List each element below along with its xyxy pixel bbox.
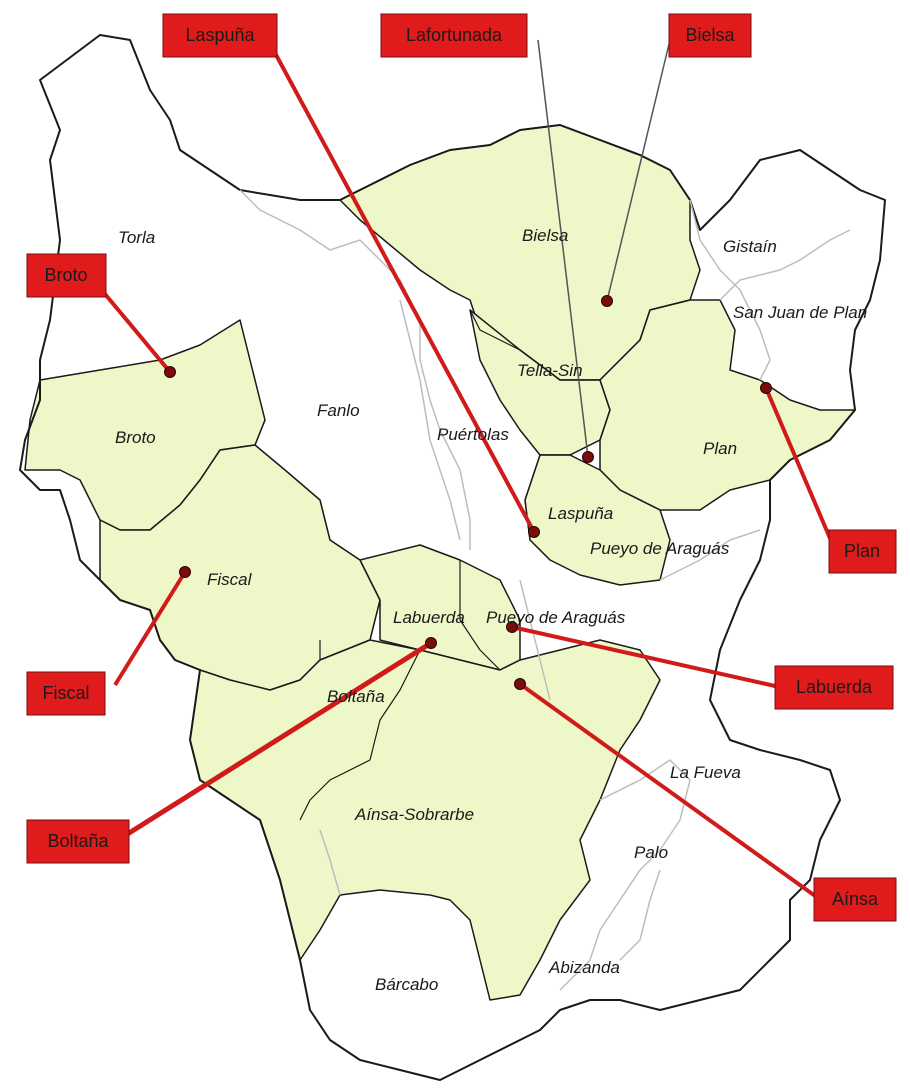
callouts: Laspuña Lafortunada Bielsa Broto Plan Fi… [26, 13, 897, 922]
region-label-torla: Torla [118, 228, 155, 247]
marker-lafortunada [582, 451, 594, 463]
callout-label-ainsa: Aínsa [832, 889, 879, 909]
leader-broto [93, 280, 172, 374]
callout-label-laspuna: Laspuña [185, 25, 255, 45]
callout-ainsa: Aínsa [813, 877, 897, 922]
callout-label-bielsa: Bielsa [685, 25, 735, 45]
leader-fiscal [113, 570, 187, 687]
callout-bielsa: Bielsa [668, 13, 752, 58]
leader-labuerda [511, 625, 776, 688]
callout-label-lafortunada: Lafortunada [406, 25, 503, 45]
region-label-abizanda: Abizanda [548, 958, 620, 977]
callout-label-broto: Broto [44, 265, 87, 285]
region-label-san-juan-de-plan: San Juan de Plan [733, 303, 867, 322]
region-label-broto: Broto [115, 428, 156, 447]
highlighted-regions [24, 124, 856, 1001]
leader-lafortunada [537, 39, 589, 458]
callout-label-boltana: Boltaña [47, 831, 109, 851]
callout-laspuna: Laspuña [162, 13, 278, 58]
callout-labuerda: Labuerda [774, 665, 894, 710]
internal-boundaries [239, 189, 851, 991]
region-label-palo: Palo [634, 843, 668, 862]
marker-bielsa [601, 295, 613, 307]
callout-broto: Broto [26, 253, 107, 298]
region-label-pueyo-de-aragues-1: Pueyo de Araguás [590, 539, 730, 558]
marker-fiscal [179, 566, 191, 578]
leader-boltana [116, 640, 433, 843]
leader-bielsa [606, 39, 671, 302]
region-label-fanlo: Fanlo [317, 401, 360, 420]
marker-broto [164, 366, 176, 378]
region-label-boltana: Boltaña [327, 687, 385, 706]
region-label-bielsa: Bielsa [522, 226, 568, 245]
marker-plan [760, 382, 772, 394]
region-label-puertolas: Puértolas [437, 425, 509, 444]
marker-boltana [425, 637, 437, 649]
callout-boltana: Boltaña [26, 819, 130, 864]
leader-lines [93, 39, 837, 900]
marker-laspuna [528, 526, 540, 538]
region-label-laspuna: Laspuña [548, 504, 613, 523]
callout-label-fiscal: Fiscal [42, 683, 89, 703]
marker-labuerda [506, 621, 518, 633]
leader-laspuna [266, 39, 536, 533]
town-markers [164, 295, 772, 690]
region-label-la-fueva: La Fueva [670, 763, 741, 782]
region-label-fiscal: Fiscal [207, 570, 253, 589]
district-outline [19, 34, 886, 1081]
leader-ainsa [518, 682, 820, 900]
region-label-pueyo-de-aragues-2: Pueyo de Araguás [486, 608, 626, 627]
region-label-plan: Plan [703, 439, 737, 458]
region-label-gistain: Gistaín [723, 237, 777, 256]
callout-label-labuerda: Labuerda [796, 677, 873, 697]
region-label-ainsa-sobrarbe: Aínsa-Sobrarbe [354, 805, 474, 824]
highlight-boundaries [199, 299, 691, 821]
region-labels: Torla Broto Fanlo Puértolas Bielsa Gista… [115, 226, 867, 994]
leader-plan [764, 387, 837, 551]
marker-ainsa [514, 678, 526, 690]
region-label-labuerda: Labuerda [393, 608, 465, 627]
callout-plan: Plan [828, 529, 897, 574]
region-label-tella-sin: Tella-Sin [517, 361, 583, 380]
callout-label-plan: Plan [844, 541, 880, 561]
callout-lafortunada: Lafortunada [380, 13, 528, 58]
region-label-barcabo: Bárcabo [375, 975, 438, 994]
callout-fiscal: Fiscal [26, 671, 106, 716]
